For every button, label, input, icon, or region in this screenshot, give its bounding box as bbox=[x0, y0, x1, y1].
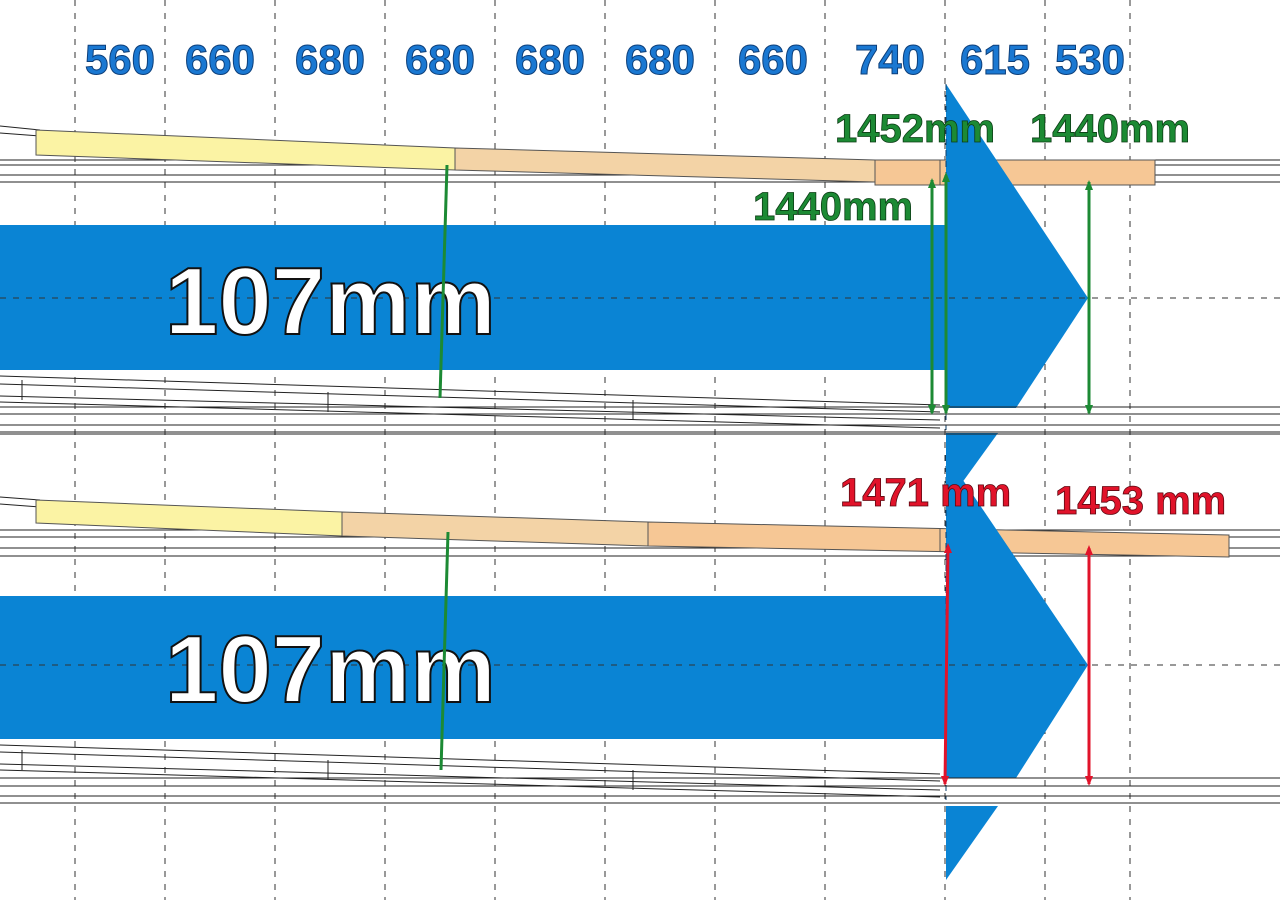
measurement-label: 1440mm bbox=[753, 185, 913, 229]
switch-rail-orange bbox=[341, 511, 649, 547]
measurement-label: 1453 mm bbox=[1055, 479, 1226, 523]
switch-rail-tip bbox=[647, 521, 1230, 558]
switch-rail-tip bbox=[874, 159, 1156, 186]
column-label: 615 bbox=[960, 36, 1030, 83]
column-label: 680 bbox=[625, 36, 695, 83]
gauge-arrow-tail bbox=[946, 806, 998, 880]
measurement-label: 1440mm bbox=[1030, 107, 1190, 151]
gauge-arrow-head bbox=[946, 455, 1088, 778]
column-label: 530 bbox=[1055, 36, 1125, 83]
measurement-lines bbox=[438, 164, 1091, 413]
column-label: 680 bbox=[295, 36, 365, 83]
panel-top: 107mm bbox=[0, 84, 1280, 433]
measurement-line bbox=[439, 531, 450, 771]
gauge-band bbox=[0, 596, 946, 739]
switch-rail-orange bbox=[454, 147, 876, 183]
gauge-label: 107mm bbox=[165, 616, 496, 723]
column-label: 680 bbox=[405, 36, 475, 83]
lower-rail-lines bbox=[0, 744, 1280, 804]
gauge-arrow-tail bbox=[946, 433, 998, 505]
column-labels: 560 660 680 680 680 680 660 740 615 530 bbox=[84, 36, 1125, 84]
measurement-label: 1471 mm bbox=[840, 471, 1011, 515]
column-label: 660 bbox=[185, 36, 255, 83]
measurement-label: 1452mm bbox=[835, 107, 995, 151]
switch-rail-yellow bbox=[35, 499, 343, 537]
switch-rail-yellow bbox=[35, 129, 456, 171]
panel-bottom: 107mm 1471 mm 1453 bbox=[0, 433, 1280, 880]
measurement-lines bbox=[943, 545, 1091, 785]
gauge-arrow-head bbox=[946, 84, 1088, 408]
column-label: 660 bbox=[738, 36, 808, 83]
gauge-label: 107mm bbox=[165, 248, 496, 355]
column-label: 680 bbox=[515, 36, 585, 83]
column-label: 740 bbox=[855, 36, 925, 83]
lower-rail-lines bbox=[0, 375, 1280, 433]
column-label: 560 bbox=[85, 36, 155, 83]
